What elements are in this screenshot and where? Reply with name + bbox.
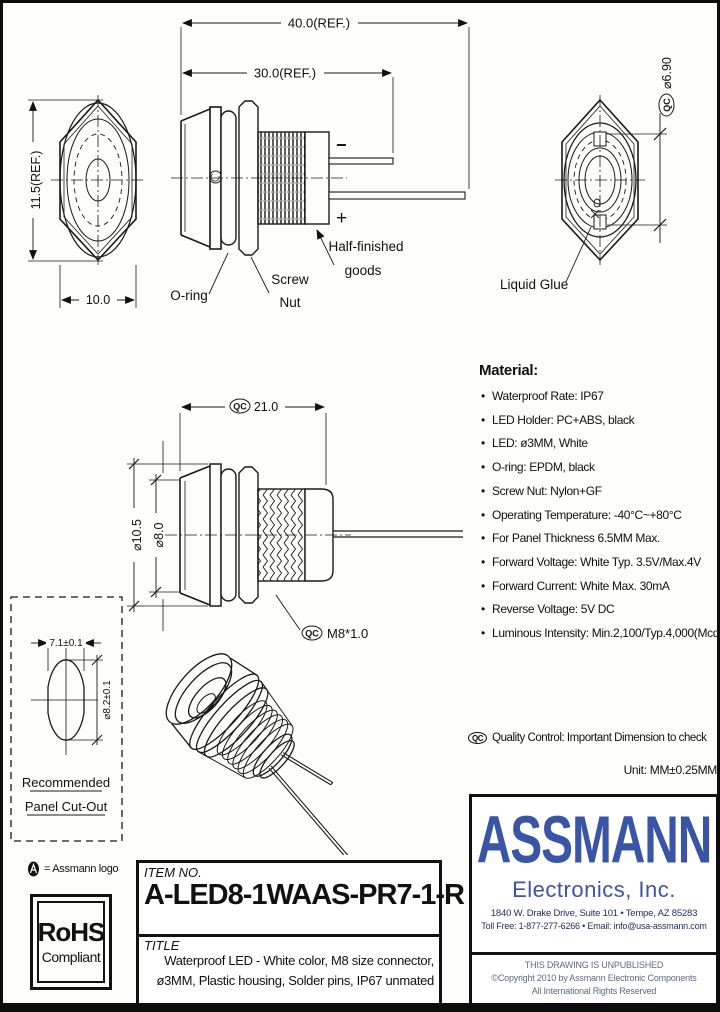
material-section: Material: Waterproof Rate: IP67 LED Hold… (479, 362, 717, 646)
detail-outer-diameter-dim: ⌀10.5 (130, 519, 144, 551)
qc-note: QC Quality Control: Important Dimension … (468, 732, 717, 744)
front-width-dim: 10.0 (86, 293, 110, 307)
unit-note: Unit: MM±0.25MM (623, 763, 717, 777)
material-item: Forward Voltage: White Typ. 3.5V/Max.4V (479, 551, 717, 575)
material-item: LED Holder: PC+ABS, black (479, 409, 717, 433)
qc-oval-icon: QC (468, 732, 488, 744)
qc-note-text: Quality Control: Important Dimension to … (492, 732, 707, 744)
front-height-dim: 11.5(REF.) (29, 151, 43, 210)
material-title: Material: (479, 362, 538, 379)
screw-nut-label-1: Screw (271, 272, 309, 287)
title-line-1: Waterproof LED - White color, M8 size co… (164, 953, 434, 968)
legal-line-1: THIS DRAWING IS UNPUBLISHED (524, 960, 664, 970)
material-item: Waterproof Rate: IP67 (479, 385, 717, 409)
company-logo: ASSMANN (476, 801, 713, 878)
title-line-2: ø3MM, Plastic housing, Solder pins, IP67… (156, 973, 434, 989)
company-box: ASSMANN Electronics, Inc. 1840 W. Drake … (469, 794, 717, 952)
back-diameter-dim: ⌀6.90 (660, 57, 674, 89)
legal-box: THIS DRAWING IS UNPUBLISHED ©Copyright 2… (469, 952, 717, 1003)
side-view-drawing: 40.0(REF.) 30.0(REF.) − + O-r (170, 15, 470, 310)
thread-dim-label: M8*1.0 (327, 626, 368, 641)
title-text: Waterproof LED - White color, M8 size co… (144, 951, 434, 991)
qc-oval-icon: QC (662, 98, 672, 112)
rohs-badge-inner: RoHS Compliant (37, 901, 105, 983)
material-list: Waterproof Rate: IP67 LED Holder: PC+ABS… (479, 385, 717, 646)
cutout-caption-1: Recommended (22, 775, 110, 790)
anode-sign: + (336, 208, 347, 229)
isometric-view-drawing (165, 653, 349, 855)
item-no-section: ITEM NO. A-LED8-1WAAS-PR7-1-R (139, 863, 465, 937)
detail-length-dim: 21.0 (254, 400, 278, 414)
detail-view-drawing: QC 21.0 ⌀10.5 (127, 398, 463, 641)
material-item: Forward Current: White Max. 30mA (479, 575, 717, 599)
material-item: Screw Nut: Nylon+GF (479, 480, 717, 504)
assmann-mark-icon (28, 861, 39, 877)
qc-oval-icon: QC (305, 629, 319, 639)
cutout-caption-2: Panel Cut-Out (25, 799, 108, 814)
material-item: O-ring: EPDM, black (479, 456, 717, 480)
material-item: Luminous Intensity: Min.2,100/Typ.4,000(… (479, 622, 717, 646)
material-item: For Panel Thickness 6.5MM Max. (479, 527, 717, 551)
technical-drawings: 11.5(REF.) 10.0 40.0(REF.) 30.0(REF.) (10, 15, 675, 855)
company-contact: Toll Free: 1-877-277-6266 • Email: info@… (481, 921, 707, 931)
rohs-title: RoHS (37, 917, 106, 947)
rohs-badge: RoHS Compliant (30, 894, 112, 990)
cutout-diameter-dim: ⌀8.2±0.1 (102, 680, 113, 720)
qc-oval-icon: QC (233, 402, 247, 412)
panel-cutout-drawing: 7.1±0.1 ⌀8.2±0.1 Recommended Panel Cut-O… (10, 596, 123, 842)
rohs-subtitle: Compliant (41, 949, 101, 965)
legal-line-3: All International Rights Reserved (531, 986, 657, 996)
item-no-value: A-LED8-1WAAS-PR7-1-R (144, 879, 465, 911)
front-view-drawing: 11.5(REF.) 10.0 (27, 95, 145, 308)
screw-nut-label-2: Nut (279, 295, 300, 310)
material-item: Reverse Voltage: 5V DC (479, 598, 717, 622)
liquid-glue-label: Liquid Glue (500, 277, 568, 292)
title-label: TITLE (144, 938, 180, 953)
material-item: Operating Temperature: -40°C~+80°C (479, 504, 717, 528)
detail-inner-diameter-dim: ⌀8.0 (152, 523, 166, 548)
company-subtitle: Electronics, Inc. (512, 877, 676, 902)
oring-label: O-ring (170, 288, 208, 303)
half-finished-label-1: Half-finished (328, 239, 403, 254)
back-view-drawing: QC ⌀6.90 Liquid Glue (500, 57, 675, 292)
half-finished-label-2: goods (345, 263, 382, 278)
cutout-width-dim: 7.1±0.1 (49, 638, 83, 649)
side-overall-dim: 40.0(REF.) (288, 16, 350, 31)
title-block: ITEM NO. A-LED8-1WAAS-PR7-1-R TITLE Wate… (136, 860, 465, 1003)
title-section: TITLE Waterproof LED - White color, M8 s… (139, 937, 439, 991)
material-item: LED: ø3MM, White (479, 432, 717, 456)
item-no-label: ITEM NO. (144, 865, 202, 880)
side-body-dim: 30.0(REF.) (254, 66, 316, 81)
logo-note-text: = Assmann logo (44, 863, 119, 875)
cathode-sign: − (336, 135, 347, 155)
assmann-logo-note: = Assmann logo (27, 861, 119, 877)
legal-line-2: ©Copyright 2010 by Assmann Electronic Co… (491, 973, 697, 983)
company-address: 1840 W. Drake Drive, Suite 101 • Tempe, … (490, 908, 698, 919)
